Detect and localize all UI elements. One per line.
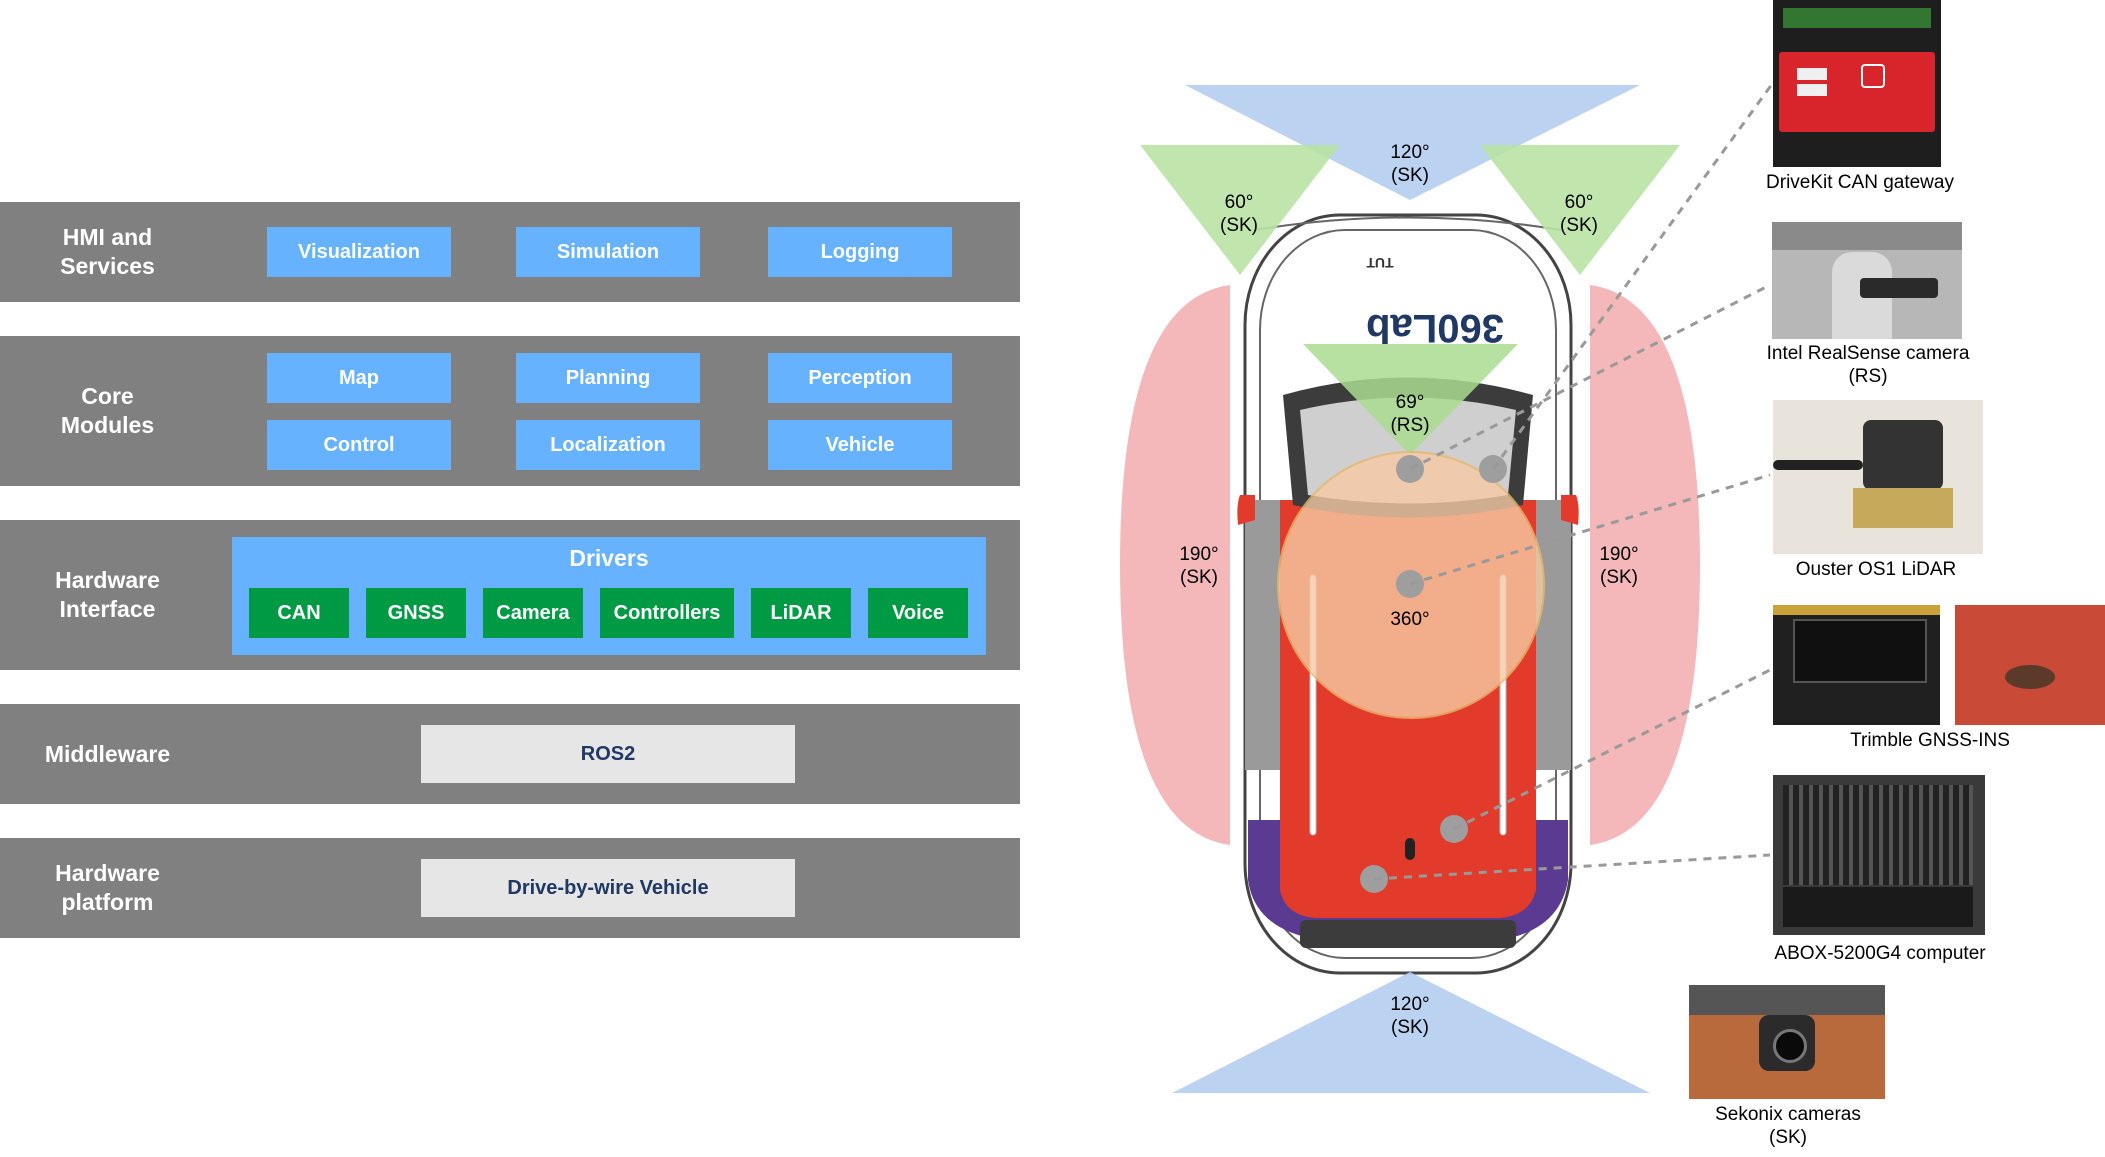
fov-front-long-angle: 120° bbox=[1390, 142, 1429, 163]
ros2-box[interactable]: ROS2 bbox=[421, 725, 795, 783]
ouster-photo bbox=[1773, 400, 1983, 554]
caption-abox: ABOX-5200G4 computer bbox=[1774, 943, 1986, 964]
fov-right-side-angle: 190° bbox=[1599, 544, 1638, 565]
driver-controllers[interactable]: Controllers bbox=[600, 588, 734, 638]
gnss-unit-photo bbox=[1773, 605, 1940, 725]
module-control[interactable]: Control bbox=[267, 420, 451, 470]
layer-hmi: HMI and Services Visualization Simulatio… bbox=[0, 202, 1020, 302]
fov-front-right-angle: 60° bbox=[1565, 192, 1594, 213]
drive-by-wire-box[interactable]: Drive-by-wire Vehicle bbox=[421, 859, 795, 917]
leader-lines bbox=[1373, 79, 1777, 881]
module-visualization[interactable]: Visualization bbox=[267, 227, 451, 277]
module-localization[interactable]: Localization bbox=[516, 420, 700, 470]
driver-voice[interactable]: Voice bbox=[868, 588, 968, 638]
fov-left-side-sensor: (SK) bbox=[1180, 567, 1218, 588]
driver-camera[interactable]: Camera bbox=[483, 588, 583, 638]
module-vehicle[interactable]: Vehicle bbox=[768, 420, 952, 470]
layer-title-hardware-platform: Hardware platform bbox=[55, 860, 160, 915]
driver-can[interactable]: CAN bbox=[249, 588, 349, 638]
drivers-group: Drivers CAN GNSS Camera Controllers LiDA… bbox=[232, 537, 986, 655]
vehicle-lab-logo: 360Lab bbox=[1366, 306, 1504, 350]
layer-title-hardware-interface: Hardware Interface bbox=[55, 567, 160, 622]
fov-front-left bbox=[1140, 145, 1340, 275]
caption-ouster: Ouster OS1 LiDAR bbox=[1795, 559, 1957, 580]
driver-gnss[interactable]: GNSS bbox=[366, 588, 466, 638]
vehicle-sticker: TUT bbox=[1366, 255, 1394, 271]
module-simulation[interactable]: Simulation bbox=[516, 227, 700, 277]
fov-realsense-sensor: (RS) bbox=[1390, 415, 1429, 436]
fov-rear bbox=[1172, 972, 1650, 1093]
module-planning[interactable]: Planning bbox=[516, 353, 700, 403]
fov-front-right bbox=[1480, 145, 1680, 275]
svg-text:190°(SK): 190°(SK) bbox=[1179, 544, 1218, 588]
svg-text:60°(SK): 60°(SK) bbox=[1560, 192, 1598, 236]
svg-text:69°(RS): 69°(RS) bbox=[1390, 392, 1429, 436]
realsense-photo bbox=[1772, 222, 1962, 339]
layer-core: Core Modules Map Planning Perception Con… bbox=[0, 336, 1020, 486]
caption-realsense: Intel RealSense camera (RS) bbox=[1766, 343, 1970, 387]
drivekit-photo bbox=[1773, 0, 1941, 167]
gnss-antenna-photo bbox=[1955, 605, 2105, 725]
fov-front-left-sensor: (SK) bbox=[1220, 215, 1258, 236]
svg-text:120°(SK): 120°(SK) bbox=[1390, 994, 1429, 1038]
svg-text:190°(SK): 190°(SK) bbox=[1599, 544, 1638, 588]
module-perception[interactable]: Perception bbox=[768, 353, 952, 403]
fov-lidar-angle: 360° bbox=[1390, 609, 1429, 630]
fov-right-side bbox=[1590, 285, 1700, 845]
fov-rear-sensor: (SK) bbox=[1391, 1017, 1429, 1038]
svg-text:120°(SK): 120°(SK) bbox=[1390, 142, 1429, 186]
svg-text:60°(SK): 60°(SK) bbox=[1220, 192, 1258, 236]
layer-title-hmi: HMI and Services bbox=[60, 224, 155, 279]
drivers-title: Drivers bbox=[569, 545, 649, 571]
fov-realsense-angle: 69° bbox=[1396, 392, 1425, 413]
layer-hardware-platform: Hardware platform Drive-by-wire Vehicle bbox=[0, 838, 1020, 938]
fov-left-side bbox=[1120, 285, 1230, 845]
abox-photo bbox=[1773, 775, 1985, 935]
layer-title-core: Core Modules bbox=[60, 383, 155, 438]
caption-drivekit: DriveKit CAN gateway bbox=[1766, 172, 1954, 193]
layer-title-middleware: Middleware bbox=[44, 740, 171, 767]
fov-right-side-sensor: (SK) bbox=[1600, 567, 1638, 588]
caption-sekonix: Sekonix cameras (SK) bbox=[1715, 1104, 1861, 1148]
fov-front-long-sensor: (SK) bbox=[1391, 165, 1429, 186]
caption-gnss: Trimble GNSS-INS bbox=[1850, 730, 2010, 751]
driver-lidar[interactable]: LiDAR bbox=[751, 588, 851, 638]
fov-front-left-angle: 60° bbox=[1225, 192, 1254, 213]
fov-front-right-sensor: (SK) bbox=[1560, 215, 1598, 236]
module-map[interactable]: Map bbox=[267, 353, 451, 403]
fov-rear-angle: 120° bbox=[1390, 994, 1429, 1015]
fov-left-side-angle: 190° bbox=[1179, 544, 1218, 565]
sekonix-photo bbox=[1689, 985, 1885, 1099]
layer-middleware: Middleware ROS2 bbox=[0, 704, 1020, 804]
fov-front-long bbox=[1185, 85, 1640, 200]
module-logging[interactable]: Logging bbox=[768, 227, 952, 277]
fov-realsense bbox=[1303, 344, 1518, 455]
